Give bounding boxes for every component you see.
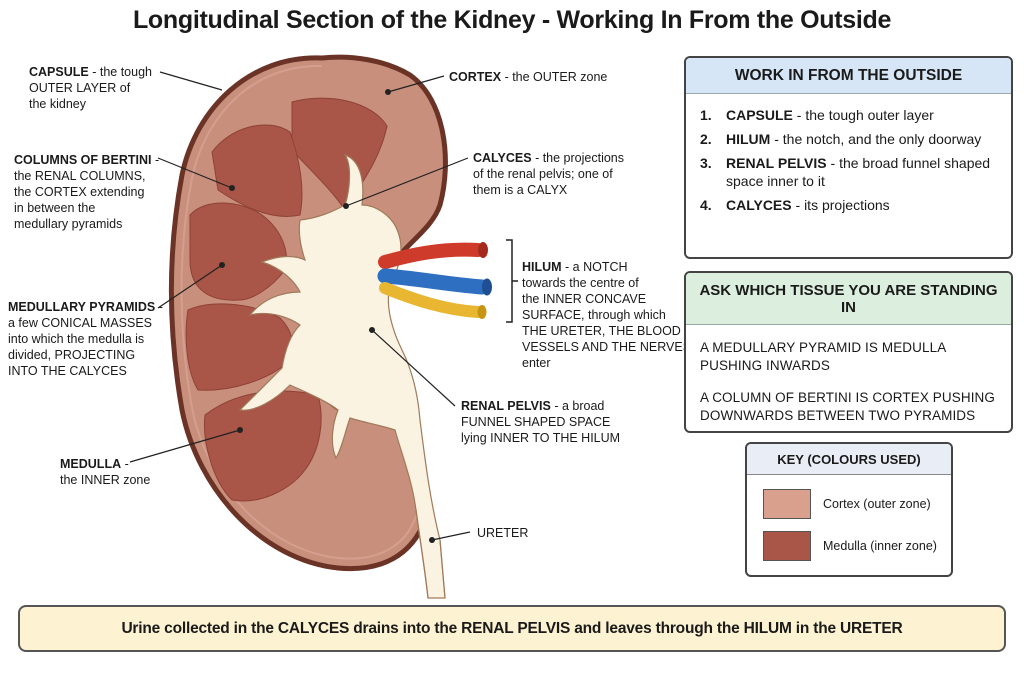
columns-of-bertini-label: COLUMNS OF BERTINI - the RENAL COLUMNS, … [14, 153, 160, 231]
page-title: Longitudinal Section of the Kidney - Wor… [132, 6, 892, 34]
work-in-panel: WORK IN FROM THE OUTSIDE 1.CAPSULE - the… [684, 56, 1013, 259]
medulla-key-label: Medulla (inner zone) [823, 539, 937, 553]
capsule-label: CAPSULE - the tough OUTER LAYER of the k… [29, 65, 152, 111]
work-in-heading: WORK IN FROM THE OUTSIDE [686, 58, 1011, 94]
hilum-bracket [506, 239, 518, 323]
medulla-label: MEDULLA - the INNER zone [60, 457, 151, 487]
ask-tissue-text-1: A MEDULLARY PYRAMID IS MEDULLA PUSHING I… [700, 340, 946, 373]
ureter-label: URETER [477, 526, 529, 540]
colour-key-panel: KEY (COLOURS USED) Cortex (outer zone) M… [745, 442, 953, 577]
key-row-medulla: Medulla (inner zone) [763, 531, 951, 561]
renal-nerve [379, 282, 484, 318]
list-item: 3.RENAL PELVIS - the broad funnel shaped… [700, 155, 991, 189]
ask-tissue-text-2: A COLUMN OF BERTINI IS CORTEX PUSHING DO… [700, 390, 995, 423]
colour-key-heading: KEY (COLOURS USED) [747, 444, 951, 475]
medulla-swatch [763, 531, 811, 561]
list-item: 4.CALYCES - its projections [700, 197, 890, 213]
ask-tissue-panel: ASK WHICH TISSUE YOU ARE STANDING IN A M… [684, 271, 1013, 433]
list-item: 2.HILUM - the notch, and the only doorwa… [700, 131, 982, 147]
renal-vein [377, 268, 490, 295]
cortex-key-label: Cortex (outer zone) [823, 497, 931, 511]
calyces-label: CALYCES - the projections of the renal p… [473, 151, 625, 197]
list-item: 1.CAPSULE - the tough outer layer [700, 107, 934, 123]
hilum-label: HILUM - a NOTCH towards the centre of th… [522, 260, 692, 370]
leader-dots [219, 89, 435, 543]
leader-lines [129, 71, 471, 541]
renal-artery [378, 242, 485, 269]
ask-tissue-heading: ASK WHICH TISSUE YOU ARE STANDING IN [686, 273, 1011, 325]
medullary-pyramids-label: MEDULLARY PYRAMIDS - a few CONICAL MASSE… [8, 300, 163, 378]
cortex-label: CORTEX - the OUTER zone [449, 70, 608, 84]
capsule-rim [180, 64, 417, 560]
work-in-steps: 1.CAPSULE - the tough outer layer 2.HILU… [686, 94, 1011, 214]
cortex-swatch [763, 489, 811, 519]
hilum-vessels [377, 242, 492, 319]
pyramid-top [291, 97, 388, 211]
pyramid-upper-left [211, 124, 303, 217]
footer-banner: Urine collected in the CALYCES drains in… [18, 605, 1006, 652]
key-row-cortex: Cortex (outer zone) [763, 489, 951, 519]
renal-pelvis-label: RENAL PELVIS - a broad FUNNEL SHAPED SPA… [461, 399, 621, 445]
